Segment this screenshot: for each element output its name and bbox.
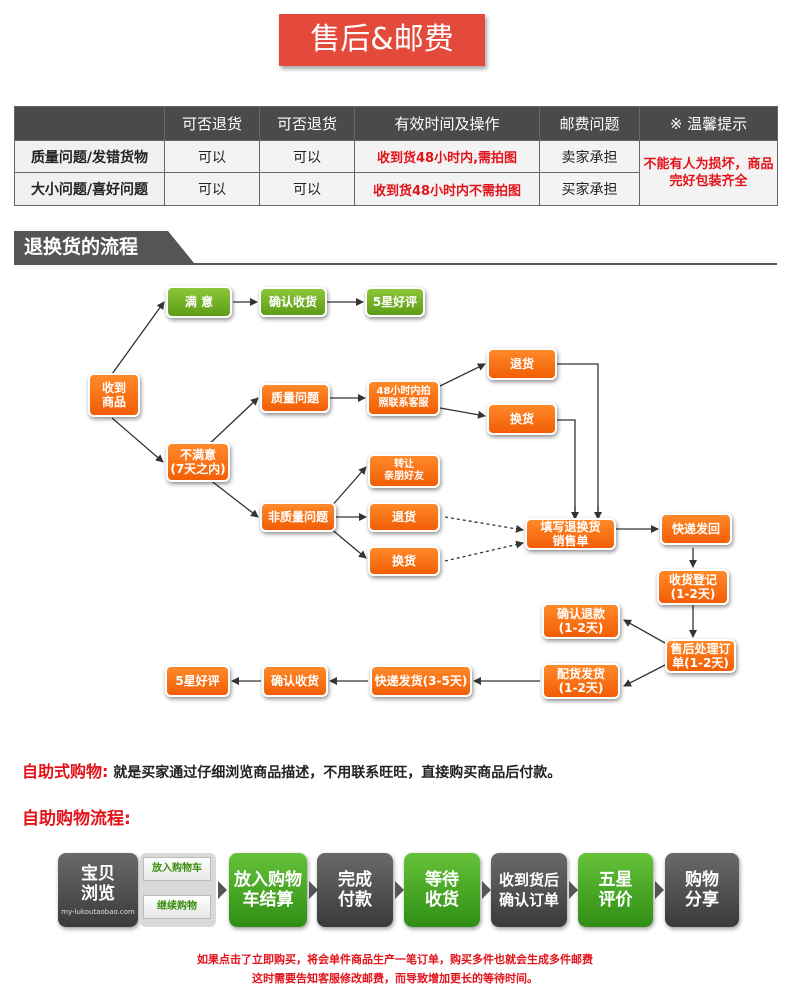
- node-non-quality-issue: 非质量问题: [260, 502, 336, 532]
- node-exchange-quality: 换货: [487, 403, 557, 435]
- step-confirm-order: 收到货后 确认订单: [491, 853, 567, 927]
- table-cell: 可以: [259, 139, 355, 174]
- node-transfer-friends: 转让 亲朋好友: [368, 454, 440, 488]
- table-header-cell: 邮费问题: [539, 106, 640, 141]
- self-flow-title: 自助购物流程:: [22, 809, 131, 829]
- table-header-cell: 可否退货: [259, 106, 355, 141]
- add-to-cart-button[interactable]: 放入购物车: [143, 857, 211, 881]
- chevron-right-icon: [655, 881, 664, 899]
- chevron-right-icon: [309, 881, 318, 899]
- row-label: 大小问题/喜好问题: [14, 172, 165, 206]
- table-cell: 收到货48小时内,需拍图: [354, 139, 540, 174]
- section-banner: 退换货的流程: [14, 231, 194, 263]
- table-header-cell: [14, 106, 165, 141]
- continue-shopping-button[interactable]: 继续购物: [143, 895, 211, 919]
- self-service-description: 自助式购物: 就是买家通过仔细浏览商品描述，不用联系旺旺，直接购买商品后付款。: [22, 758, 561, 782]
- node-confirm-refund: 确认退款 (1-2天): [542, 603, 620, 639]
- table-cell: 收到货48小时内不需拍图: [354, 172, 540, 206]
- table-cell: 买家承担: [539, 172, 640, 206]
- table-cell: 可以: [259, 172, 355, 206]
- node-return-nonquality: 退货: [368, 502, 440, 532]
- self-service-label: 自助式购物:: [22, 762, 109, 781]
- node-express-ship: 快递发货(3-5天): [370, 665, 472, 697]
- node-five-star-top: 5星好评: [365, 287, 425, 317]
- self-service-text: 就是买家通过仔细浏览商品描述，不用联系旺旺，直接购买商品后付款。: [108, 765, 562, 781]
- step-browse-label: 宝贝 浏览: [81, 864, 115, 904]
- chevron-right-icon: [395, 881, 404, 899]
- node-satisfied: 满 意: [166, 286, 232, 318]
- note-line: 这时需要告知客服修改邮费，而导致增加更长的等待时间。: [252, 972, 538, 985]
- node-receipt-register: 收货登记 (1-2天): [657, 569, 729, 605]
- step-wait: 等待 收货: [404, 853, 480, 927]
- node-fill-form: 填写退换货 销售单: [525, 518, 616, 550]
- chevron-right-icon: [218, 881, 227, 899]
- step-browse: 宝贝 浏览 my-lukoutaobao.com: [58, 853, 138, 927]
- table-header-cell: 可否退货: [164, 106, 260, 141]
- node-ship-out: 配货发货 (1-2天): [542, 663, 620, 699]
- step-rate: 五星 评价: [578, 853, 653, 927]
- table-row: 大小问题/喜好问题 可以 可以 收到货48小时内不需拍图 买家承担: [14, 172, 778, 206]
- note-line: 如果点击了立即购买，将会单件商品生产一笔订单，购买多件也就会生成多件邮费: [197, 953, 593, 966]
- node-received: 收到 商品: [88, 373, 140, 417]
- step-pay: 完成 付款: [317, 853, 393, 927]
- table-header-cell: 有效时间及操作: [354, 106, 540, 141]
- chevron-right-icon: [569, 881, 578, 899]
- node-contact-service: 48小时内拍 照联系客服: [367, 380, 440, 416]
- node-return-quality: 退货: [487, 348, 557, 380]
- node-unsatisfied: 不满意 (7天之内): [166, 442, 230, 482]
- row-label: 质量问题/发错货物: [14, 139, 165, 174]
- page-title: 售后&邮费: [279, 14, 485, 66]
- table-cell: 可以: [164, 139, 260, 174]
- step-share: 购物 分享: [665, 853, 739, 927]
- node-exchange-nonquality: 换货: [368, 546, 440, 576]
- node-five-star-bottom: 5星好评: [165, 665, 230, 697]
- chevron-right-icon: [482, 881, 491, 899]
- step-cart-checkout: 放入购物 车结算: [229, 853, 307, 927]
- node-confirm-receipt-top: 确认收货: [259, 287, 327, 317]
- node-after-sales: 售后处理订 单(1-2天): [665, 639, 736, 673]
- table-row: 质量问题/发错货物 可以 可以 收到货48小时内,需拍图 卖家承担 不能有人为损…: [14, 139, 778, 207]
- tip-cell: 不能有人为损坏，商品完好包装齐全: [639, 139, 778, 207]
- policy-table: 可否退货 可否退货 有效时间及操作 邮费问题 ※ 温馨提示 质量问题/发错货物 …: [14, 106, 778, 207]
- table-header-cell: ※ 温馨提示: [639, 106, 778, 141]
- node-quality-issue: 质量问题: [260, 383, 330, 413]
- table-header-row: 可否退货 可否退货 有效时间及操作 邮费问题 ※ 温馨提示: [14, 106, 778, 141]
- table-cell: 可以: [164, 172, 260, 206]
- table-cell: 卖家承担: [539, 139, 640, 174]
- node-express-send-back: 快递发回: [660, 513, 732, 545]
- divider: [14, 263, 777, 265]
- node-confirm-receipt-bottom: 确认收货: [262, 665, 328, 697]
- step-browse-url: my-lukoutaobao.com: [61, 908, 135, 916]
